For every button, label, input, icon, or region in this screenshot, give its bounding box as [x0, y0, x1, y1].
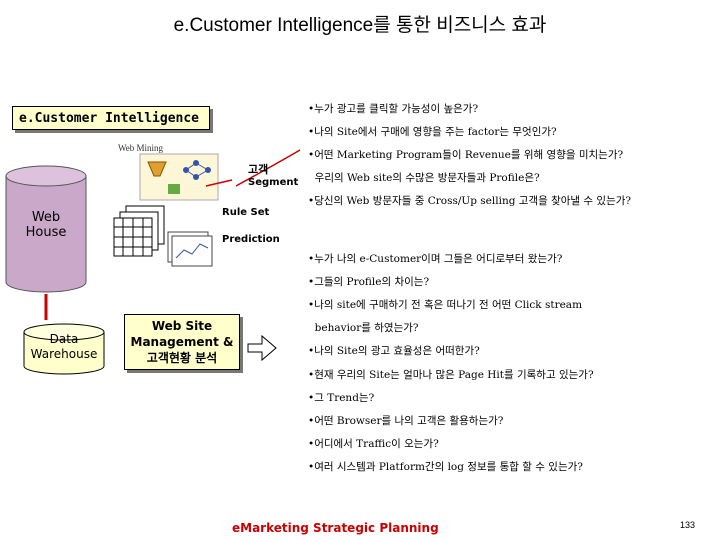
- question-item: •그들의 Profile의 차이는?: [308, 276, 430, 288]
- question-item: •나의 Site의 광고 효율성은 어떠한가?: [308, 345, 480, 357]
- page-title: e.Customer Intelligence를 통한 비즈니스 효과: [173, 15, 547, 36]
- question-item: •당신의 Web 방문자들 중 Cross/Up selling 고객을 찾아낼…: [308, 195, 632, 207]
- web-house-label: Web House: [25, 210, 67, 240]
- question-item: •어디에서 Traffic이 오는가?: [308, 438, 439, 450]
- question-item: •누가 광고를 클릭할 가능성이 높은가?: [308, 103, 479, 115]
- data-cube-icon: [113, 205, 165, 257]
- web-site-management-box: Web Site Management & 고객현황 분석: [124, 314, 240, 370]
- question-item: 우리의 Web site의 수많은 방문자들과 Profile은?: [308, 172, 540, 184]
- question-item: •여러 시스템과 Platform간의 log 정보를 통합 할 수 있는가?: [308, 461, 583, 473]
- curve-arrow-icon: [235, 149, 301, 187]
- footer-text: eMarketing Strategic Planning: [232, 521, 439, 535]
- question-group-1: •누가 광고를 클릭할 가능성이 높은가? •나의 Site에서 구매에 영향을…: [308, 98, 718, 213]
- page-number: 133: [680, 520, 696, 530]
- web-mining-label: Web Mining: [118, 143, 164, 153]
- question-item: •나의 Site에서 구매에 영향을 주는 factor는 무엇인가?: [308, 126, 557, 138]
- web-house-cylinder-icon: [5, 165, 87, 293]
- ci-label-box: e.Customer Intelligence: [12, 106, 210, 130]
- right-arrow-icon: [247, 334, 277, 362]
- question-group-2: •누가 나의 e-Customer이며 그들은 어디로부터 왔는가? •그들의 …: [308, 248, 718, 363]
- question-item: •현재 우리의 Site는 얼마나 많은 Page Hit를 기록하고 있는가?: [308, 369, 594, 381]
- web-mining-image-icon: [139, 153, 219, 201]
- arrow-customer-icon: [205, 179, 233, 187]
- question-item: •어떤 Marketing Program들이 Revenue를 위해 영향을 …: [308, 149, 624, 161]
- segment-label: Segment: [248, 177, 299, 188]
- rule-set-label: Rule Set: [222, 207, 270, 218]
- question-item: •그 Trend는?: [308, 392, 375, 404]
- question-group-3: •현재 우리의 Site는 얼마나 많은 Page Hit를 기록하고 있는가?…: [308, 364, 718, 479]
- customer-label: 고객: [248, 163, 269, 176]
- question-item: •어떤 Browser를 나의 고객은 활용하는가?: [308, 415, 504, 427]
- data-warehouse-cylinder-icon: [23, 323, 105, 375]
- question-item: behavior를 하였는가?: [308, 322, 419, 334]
- data-warehouse-label: Data Warehouse: [30, 332, 98, 361]
- prediction-charts-icon: [167, 231, 213, 267]
- question-item: •누가 나의 e-Customer이며 그들은 어디로부터 왔는가?: [308, 253, 563, 265]
- prediction-label: Prediction: [222, 234, 280, 245]
- question-item: •나의 site에 구매하기 전 혹은 떠나기 전 어떤 Click strea…: [308, 299, 583, 311]
